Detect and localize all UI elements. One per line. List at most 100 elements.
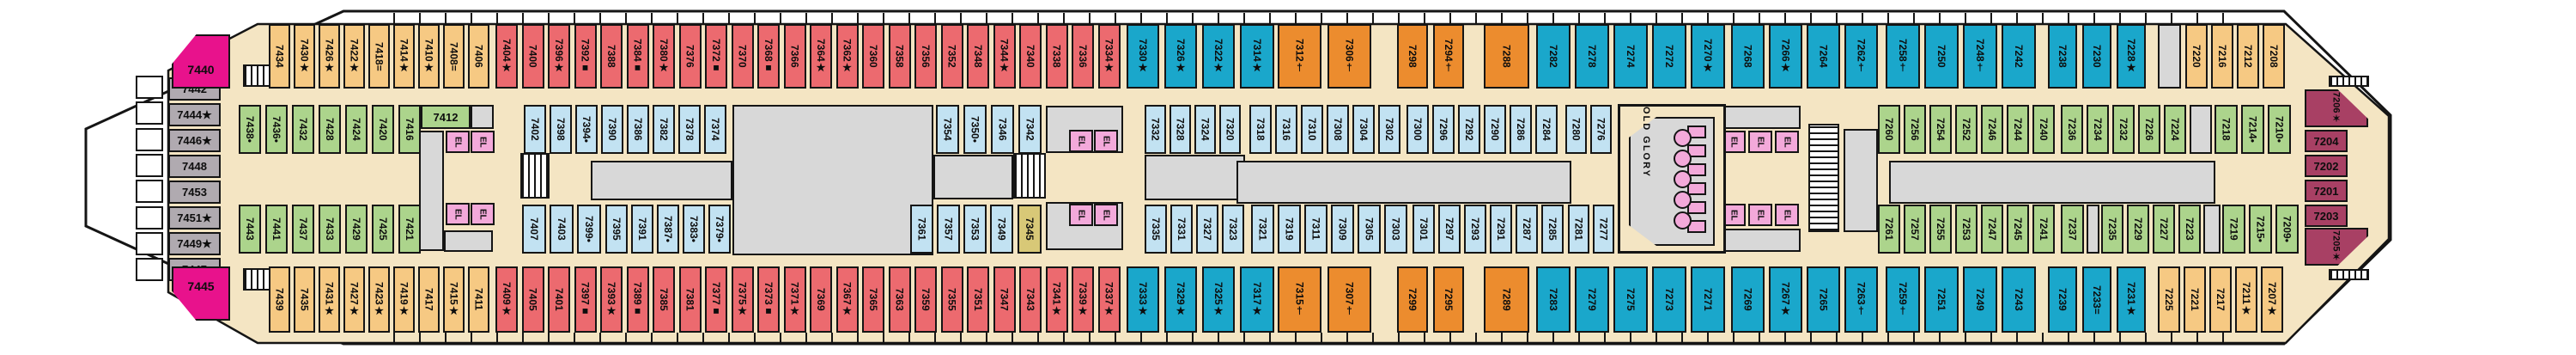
- cabin-7202[interactable]: 7202: [2305, 155, 2348, 177]
- cabin-7336[interactable]: 7336: [1072, 24, 1094, 89]
- cabin-7434[interactable]: 7434: [269, 24, 290, 89]
- cabin-7448[interactable]: 7448: [168, 155, 221, 178]
- cabin-7341[interactable]: 7341★: [1045, 266, 1068, 333]
- cabin-7414[interactable]: 7414★: [393, 24, 415, 89]
- cabin-7346[interactable]: 7346: [991, 105, 1014, 154]
- cabin-7386[interactable]: 7386: [627, 105, 649, 154]
- cabin-7439[interactable]: 7439: [269, 266, 290, 333]
- cabin-7295[interactable]: 7295: [1433, 266, 1464, 333]
- cabin-7245[interactable]: 7245: [2007, 205, 2029, 254]
- cabin-7389[interactable]: 7389■: [626, 266, 649, 333]
- cabin-7329[interactable]: 7329★: [1164, 266, 1197, 333]
- cabin-7387[interactable]: 7387•: [657, 205, 679, 254]
- cabin-7441[interactable]: 7441: [265, 205, 288, 254]
- cabin-7318[interactable]: 7318: [1249, 105, 1272, 154]
- cabin-7361[interactable]: 7361: [910, 205, 933, 254]
- cabin-7408[interactable]: 7408=: [443, 24, 465, 89]
- cabin-7397[interactable]: 7397■: [574, 266, 597, 333]
- cabin-7334[interactable]: 7334★: [1097, 24, 1121, 89]
- cabin-7225[interactable]: 7225: [2158, 266, 2180, 333]
- cabin-7310[interactable]: 7310: [1301, 105, 1323, 154]
- cabin-7246[interactable]: 7246: [1981, 105, 2003, 154]
- cabin-7355[interactable]: 7355: [940, 266, 963, 333]
- cabin-7412[interactable]: 7412: [421, 105, 471, 129]
- cabin-7401[interactable]: 7401: [548, 266, 570, 333]
- cabin-7378[interactable]: 7378: [678, 105, 701, 154]
- cabin-7223[interactable]: 7223: [2178, 205, 2201, 254]
- cabin-7259[interactable]: 7259†: [1886, 266, 1920, 333]
- cabin-7244[interactable]: 7244: [2007, 105, 2029, 154]
- cabin-7379[interactable]: 7379•: [708, 205, 731, 254]
- cabin-7364[interactable]: 7364★: [810, 24, 832, 89]
- cabin-7326[interactable]: 7326★: [1164, 24, 1197, 89]
- cabin-7231[interactable]: 7231★: [2117, 266, 2146, 333]
- cabin-7272[interactable]: 7272: [1652, 24, 1686, 89]
- cabin-7398[interactable]: 7398: [550, 105, 572, 154]
- cabin-7352[interactable]: 7352: [940, 24, 963, 89]
- cabin-7240[interactable]: 7240: [2032, 105, 2055, 154]
- cabin-7372[interactable]: 7372■: [705, 24, 727, 89]
- cabin-7269[interactable]: 7269: [1731, 266, 1765, 333]
- cabin-7367[interactable]: 7367★: [835, 266, 859, 333]
- cabin-7340[interactable]: 7340: [1019, 24, 1042, 89]
- cabin-7284[interactable]: 7284: [1535, 105, 1558, 154]
- cabin-7376[interactable]: 7376: [678, 24, 702, 89]
- cabin-7207[interactable]: 7207★: [2261, 266, 2283, 333]
- cabin-7415[interactable]: 7415★: [443, 266, 465, 333]
- cabin-7278[interactable]: 7278: [1575, 24, 1609, 89]
- cabin-7228[interactable]: 7228★: [2117, 24, 2146, 89]
- cabin-7236[interactable]: 7236: [2061, 105, 2083, 154]
- cabin-7226[interactable]: 7226: [2138, 105, 2160, 154]
- cabin-7251[interactable]: 7251: [1924, 266, 1959, 333]
- cabin-7264[interactable]: 7264: [1807, 24, 1840, 89]
- cabin-7221[interactable]: 7221: [2184, 266, 2206, 333]
- cabin-7306[interactable]: 7306†: [1327, 24, 1371, 89]
- cabin-7422[interactable]: 7422★: [343, 24, 365, 89]
- cabin-7381[interactable]: 7381: [678, 266, 702, 333]
- cabin-7354[interactable]: 7354: [936, 105, 959, 154]
- cabin-7266[interactable]: 7266★: [1769, 24, 1802, 89]
- cabin-7227[interactable]: 7227: [2153, 205, 2175, 254]
- cabin-7274[interactable]: 7274: [1613, 24, 1648, 89]
- cabin-7374[interactable]: 7374: [704, 105, 726, 154]
- cabin-7322[interactable]: 7322★: [1202, 24, 1235, 89]
- cabin-7235[interactable]: 7235: [2101, 205, 2123, 254]
- cabin-7280[interactable]: 7280: [1565, 105, 1587, 154]
- cabin-7384[interactable]: 7384■: [626, 24, 649, 89]
- cabin-7419[interactable]: 7419★: [393, 266, 415, 333]
- cabin-7312[interactable]: 7312†: [1278, 24, 1321, 89]
- cabin-7316[interactable]: 7316: [1275, 105, 1297, 154]
- cabin-7261[interactable]: 7261: [1878, 205, 1900, 254]
- cabin-7215[interactable]: 7215•: [2249, 205, 2272, 254]
- cabin-7216[interactable]: 7216: [2211, 24, 2233, 89]
- cabin-7362[interactable]: 7362★: [835, 24, 859, 89]
- cabin-7248[interactable]: 7248†: [1963, 24, 1997, 89]
- cabin-7232[interactable]: 7232: [2112, 105, 2135, 154]
- cabin-7333[interactable]: 7333★: [1127, 266, 1159, 333]
- cabin-7287[interactable]: 7287: [1516, 205, 1538, 254]
- cabin-7369[interactable]: 7369: [810, 266, 832, 333]
- cabin-7394[interactable]: 7394•: [575, 105, 598, 154]
- cabin-7302[interactable]: 7302: [1378, 105, 1400, 154]
- cabin-7347[interactable]: 7347: [993, 266, 1016, 333]
- cabin-7291[interactable]: 7291: [1490, 205, 1512, 254]
- cabin-7219[interactable]: 7219: [2222, 205, 2245, 254]
- cabin-7363[interactable]: 7363: [888, 266, 911, 333]
- cabin-7217[interactable]: 7217: [2209, 266, 2232, 333]
- cabin-7351[interactable]: 7351: [967, 266, 989, 333]
- cabin-7283[interactable]: 7283: [1536, 266, 1571, 333]
- cabin-7267[interactable]: 7267★: [1769, 266, 1802, 333]
- cabin-7353[interactable]: 7353: [963, 205, 987, 254]
- cabin-7300[interactable]: 7300: [1406, 105, 1429, 154]
- cabin-7388[interactable]: 7388: [600, 24, 623, 89]
- cabin-7212[interactable]: 7212: [2237, 24, 2259, 89]
- cabin-7350[interactable]: 7350•: [963, 105, 987, 154]
- cabin-7405[interactable]: 7405: [521, 266, 544, 333]
- cabin-7237[interactable]: 7237: [2061, 205, 2084, 254]
- cabin-7262[interactable]: 7262†: [1844, 24, 1878, 89]
- cabin-7343[interactable]: 7343: [1019, 266, 1042, 333]
- cabin-7425[interactable]: 7425: [372, 205, 394, 254]
- cabin-7383[interactable]: 7383•: [683, 205, 705, 254]
- cabin-7268[interactable]: 7268: [1731, 24, 1765, 89]
- cabin-7208[interactable]: 7208: [2263, 24, 2285, 89]
